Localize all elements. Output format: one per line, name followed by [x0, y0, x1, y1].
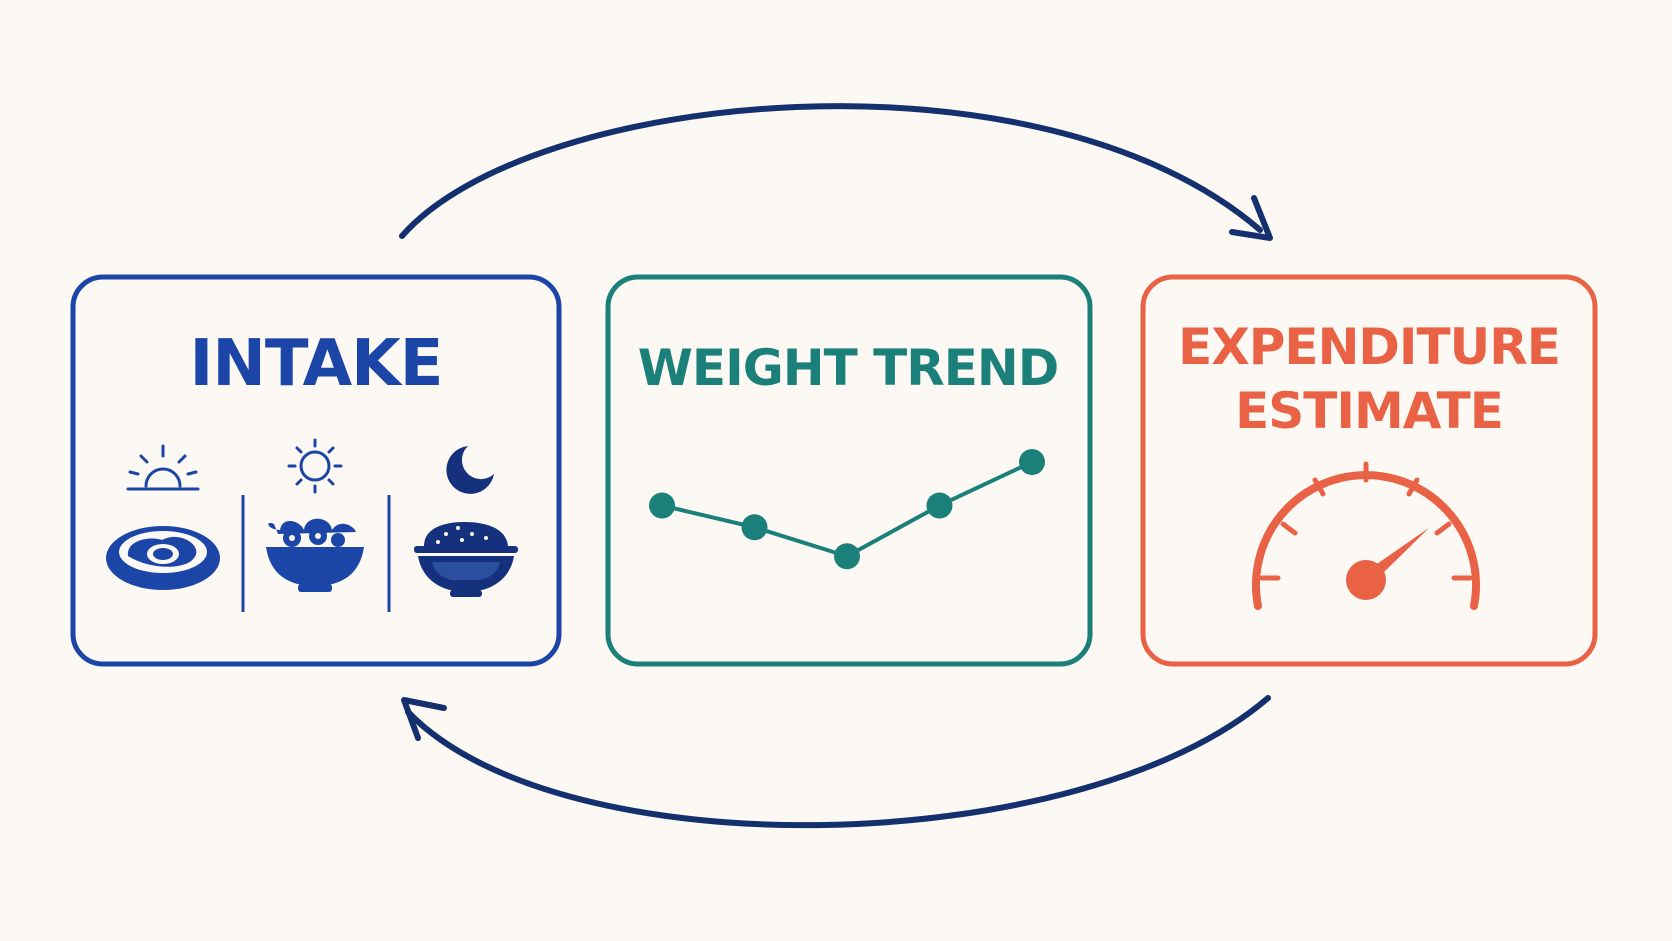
- speedometer-icon: [1252, 461, 1480, 610]
- trend-line: [661, 460, 1033, 559]
- egg-plate-icon: [106, 526, 220, 590]
- weight-trend-title: WEIGHT TREND: [638, 339, 1058, 397]
- trend-point: [926, 492, 953, 519]
- weight-trend-box: WEIGHT TREND: [605, 274, 1093, 667]
- intake-title: INTAKE: [190, 327, 443, 401]
- sun-icon: [287, 438, 343, 494]
- intake-box: INTAKE: [70, 274, 562, 667]
- trend-point: [649, 492, 675, 519]
- top-arrowhead-icon: [1229, 195, 1273, 241]
- sunrise-icon: [126, 444, 200, 491]
- trend-point: [1019, 449, 1045, 475]
- gauge-hub: [1346, 560, 1386, 600]
- top-curved-arrow: [399, 103, 1273, 241]
- weight-trend-line-chart: [649, 449, 1045, 570]
- expenditure-title-line1: EXPENDITURE: [1178, 318, 1560, 376]
- intake-box-frame: [70, 274, 562, 667]
- bottom-arrowhead-icon: [401, 697, 447, 741]
- gauge-needle: [1346, 527, 1430, 600]
- expenditure-title-line2: ESTIMATE: [1235, 382, 1503, 440]
- salad-bowl-icon: [266, 518, 364, 592]
- moon-icon: [446, 446, 494, 494]
- rice-bowl-icon: [414, 522, 518, 597]
- expenditure-box: EXPENDITURE ESTIMATE: [1140, 274, 1598, 667]
- bottom-curved-arrow: [401, 695, 1271, 829]
- expenditure-box-frame: [1140, 274, 1598, 667]
- trend-point: [741, 514, 768, 541]
- weight-trend-box-frame: [605, 274, 1093, 667]
- trend-point: [834, 543, 860, 570]
